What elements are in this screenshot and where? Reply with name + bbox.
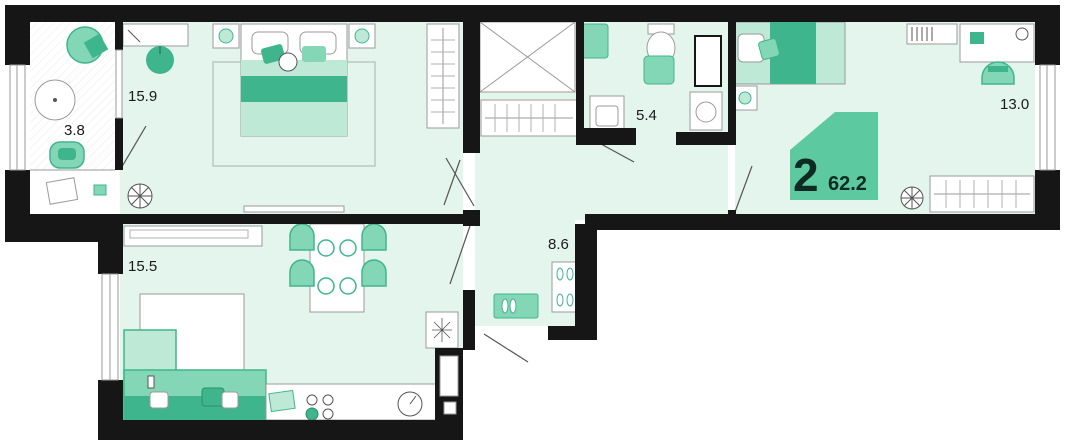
wardrobe-second bbox=[929, 175, 1035, 213]
plates bbox=[317, 239, 357, 295]
balcony-chair-bottom bbox=[49, 141, 85, 169]
plant-bedroom bbox=[127, 183, 153, 209]
room-count: 2 bbox=[793, 149, 819, 201]
hall bbox=[480, 99, 579, 319]
dining-chairs bbox=[289, 223, 387, 287]
corner-sofa bbox=[123, 293, 267, 421]
door-mat bbox=[493, 293, 539, 319]
hall-wardrobe bbox=[480, 99, 578, 137]
vent bbox=[439, 355, 459, 397]
bathroom bbox=[479, 21, 723, 135]
shower bbox=[479, 21, 576, 93]
entrance-door bbox=[483, 333, 529, 363]
door-second-bedroom bbox=[734, 165, 753, 213]
summary-badge bbox=[790, 112, 878, 200]
double-bed bbox=[240, 23, 348, 137]
kitchen-counter bbox=[265, 383, 437, 421]
single-bed bbox=[734, 21, 846, 85]
bathroom-area-label: 5.4 bbox=[636, 107, 657, 124]
shoe-rack bbox=[551, 261, 579, 313]
washbasin bbox=[589, 95, 625, 135]
total-area: 62.2 bbox=[828, 173, 867, 195]
doors bbox=[119, 125, 753, 363]
radiator bbox=[243, 205, 345, 213]
plant-second bbox=[900, 186, 924, 210]
door-bedroom-arc bbox=[443, 159, 461, 206]
balcony-chair-top bbox=[66, 26, 109, 64]
window-bedroom bbox=[115, 49, 123, 119]
hall-area-label: 8.6 bbox=[548, 236, 569, 253]
balcony-area-label: 3.8 bbox=[64, 122, 85, 139]
desk bbox=[959, 23, 1035, 63]
second-bedroom-area-label: 13.0 bbox=[1000, 96, 1030, 113]
wardrobe-bedroom bbox=[426, 23, 460, 129]
bedroom-area-label: 15.9 bbox=[128, 88, 158, 105]
washing-machine bbox=[689, 91, 723, 131]
windows bbox=[9, 49, 1056, 415]
door-balcony bbox=[119, 125, 147, 171]
living-kitchen-area-label: 15.5 bbox=[128, 258, 158, 275]
shaft bbox=[694, 35, 722, 87]
door-living bbox=[449, 225, 471, 285]
bedroom bbox=[122, 23, 460, 213]
living-kitchen bbox=[123, 223, 459, 421]
desk-chair bbox=[981, 61, 1015, 85]
second-bedroom bbox=[732, 21, 1035, 213]
dining-table bbox=[309, 223, 365, 313]
walls bbox=[5, 5, 1060, 440]
balcony bbox=[30, 22, 115, 205]
bookshelf bbox=[906, 23, 958, 45]
toilet bbox=[643, 23, 676, 85]
bath-mat bbox=[581, 23, 609, 59]
small-plant bbox=[93, 184, 107, 196]
stool bbox=[146, 46, 174, 74]
box bbox=[45, 177, 79, 205]
nightstand-left bbox=[212, 23, 240, 49]
